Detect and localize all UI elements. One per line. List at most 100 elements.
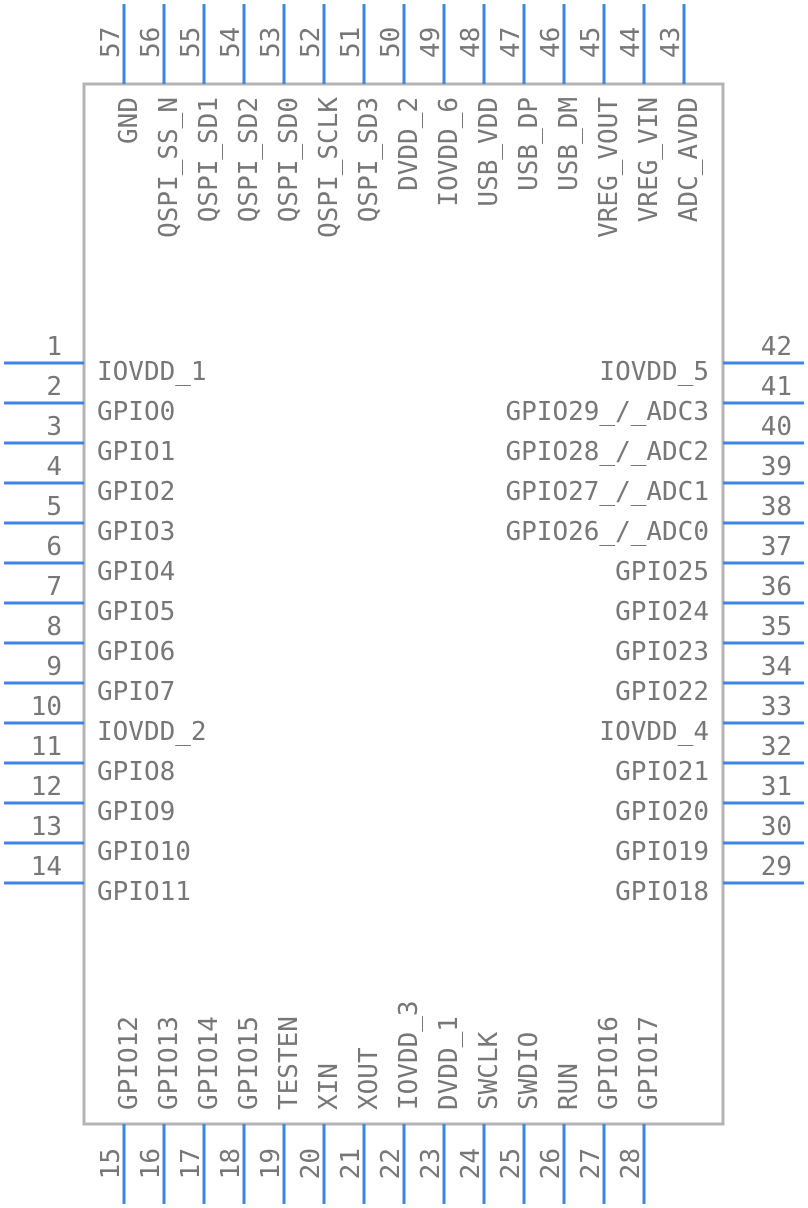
- ic-body-outline: [82, 82, 725, 1126]
- pin-number-42: 42: [761, 332, 792, 362]
- pin-label-18: GPIO15: [234, 1016, 264, 1110]
- pin-label-47: USB_DP: [514, 97, 544, 191]
- pin-number-47: 47: [496, 27, 526, 58]
- pin-number-32: 32: [761, 732, 792, 762]
- pin-number-13: 13: [31, 812, 62, 842]
- pin-number-26: 26: [536, 1148, 566, 1179]
- pin-number-9: 9: [46, 652, 62, 682]
- pin-number-57: 57: [96, 27, 126, 58]
- pin-number-21: 21: [336, 1148, 366, 1179]
- pin-label-44: VREG_VIN: [634, 97, 664, 222]
- pin-number-48: 48: [456, 27, 486, 58]
- pin-number-18: 18: [216, 1148, 246, 1179]
- pin-label-4: GPIO2: [97, 477, 175, 507]
- pin-number-14: 14: [31, 852, 62, 882]
- pin-label-24: SWCLK: [474, 1031, 504, 1110]
- pin-label-14: GPIO11: [97, 877, 191, 907]
- pin-label-34: GPIO22: [615, 677, 709, 707]
- pin-number-38: 38: [761, 492, 792, 522]
- pin-number-39: 39: [761, 452, 792, 482]
- pin-number-17: 17: [176, 1148, 206, 1179]
- pin-number-6: 6: [46, 532, 62, 562]
- pin-number-23: 23: [416, 1148, 446, 1179]
- pin-number-37: 37: [761, 532, 792, 562]
- pin-label-22: IOVDD_3: [394, 1000, 424, 1110]
- pin-label-13: GPIO10: [97, 837, 191, 867]
- pin-number-43: 43: [656, 27, 686, 58]
- pin-number-45: 45: [576, 27, 606, 58]
- pin-label-50: DVDD_2: [394, 97, 424, 191]
- pin-label-56: QSPI_SS_N: [154, 97, 184, 238]
- pin-number-19: 19: [256, 1148, 286, 1179]
- pin-number-16: 16: [136, 1148, 166, 1179]
- pin-number-20: 20: [296, 1148, 326, 1179]
- pin-label-30: GPIO19: [615, 837, 709, 867]
- pin-label-43: ADC_AVDD: [674, 97, 704, 222]
- pin-label-6: GPIO4: [97, 557, 175, 587]
- pin-label-38: GPIO26_/_ADC0: [506, 517, 710, 547]
- pin-label-7: GPIO5: [97, 597, 175, 627]
- pin-number-4: 4: [46, 452, 62, 482]
- pin-label-52: QSPI_SCLK: [314, 97, 344, 238]
- pin-label-10: IOVDD_2: [97, 717, 207, 747]
- pin-label-51: QSPI_SD3: [354, 97, 384, 222]
- pin-number-52: 52: [296, 27, 326, 58]
- pin-label-49: IOVDD_6: [434, 97, 464, 207]
- pin-number-24: 24: [456, 1148, 486, 1179]
- pin-number-15: 15: [96, 1148, 126, 1179]
- pin-number-28: 28: [616, 1148, 646, 1179]
- pin-number-1: 1: [46, 332, 62, 362]
- pin-number-55: 55: [176, 27, 206, 58]
- pin-label-55: QSPI_SD1: [194, 97, 224, 222]
- pin-number-50: 50: [376, 27, 406, 58]
- pin-label-40: GPIO28_/_ADC2: [506, 437, 710, 467]
- pin-label-42: IOVDD_5: [599, 357, 709, 387]
- pin-label-20: XIN: [314, 1063, 344, 1110]
- pin-number-49: 49: [416, 27, 446, 58]
- pin-label-57: GND: [114, 97, 144, 144]
- pin-label-28: GPIO17: [634, 1016, 664, 1110]
- pin-number-29: 29: [761, 852, 792, 882]
- pin-label-53: QSPI_SD0: [274, 97, 304, 222]
- pin-number-22: 22: [376, 1148, 406, 1179]
- pin-number-56: 56: [136, 27, 166, 58]
- pin-label-11: GPIO8: [97, 757, 175, 787]
- pin-number-34: 34: [761, 652, 792, 682]
- pin-label-41: GPIO29_/_ADC3: [506, 397, 710, 427]
- pin-label-39: GPIO27_/_ADC1: [506, 477, 710, 507]
- pin-number-53: 53: [256, 27, 286, 58]
- pin-label-21: XOUT: [354, 1047, 384, 1110]
- pin-number-11: 11: [31, 732, 62, 762]
- pin-label-32: GPIO21: [615, 757, 709, 787]
- pin-label-31: GPIO20: [615, 797, 709, 827]
- pin-label-35: GPIO23: [615, 637, 709, 667]
- pin-label-26: RUN: [554, 1063, 584, 1110]
- pin-number-3: 3: [46, 412, 62, 442]
- pin-number-12: 12: [31, 772, 62, 802]
- pin-number-40: 40: [761, 412, 792, 442]
- pin-label-9: GPIO7: [97, 677, 175, 707]
- pin-number-33: 33: [761, 692, 792, 722]
- pin-number-46: 46: [536, 27, 566, 58]
- pin-label-5: GPIO3: [97, 517, 175, 547]
- pin-label-33: IOVDD_4: [599, 717, 709, 747]
- pin-label-29: GPIO18: [615, 877, 709, 907]
- pin-number-36: 36: [761, 572, 792, 602]
- pin-label-25: SWDIO: [514, 1032, 544, 1110]
- pin-number-7: 7: [46, 572, 62, 602]
- pin-label-16: GPIO13: [154, 1016, 184, 1110]
- pin-label-45: VREG_VOUT: [594, 97, 624, 238]
- pin-number-35: 35: [761, 612, 792, 642]
- pin-label-3: GPIO1: [97, 437, 175, 467]
- pin-label-48: USB_VDD: [474, 97, 504, 207]
- pin-number-10: 10: [31, 692, 62, 722]
- pin-label-23: DVDD_1: [434, 1016, 464, 1110]
- pin-label-8: GPIO6: [97, 637, 175, 667]
- pin-label-2: GPIO0: [97, 397, 175, 427]
- pin-label-36: GPIO24: [615, 597, 709, 627]
- pin-number-54: 54: [216, 27, 246, 58]
- pin-label-12: GPIO9: [97, 797, 175, 827]
- pin-label-19: TESTEN: [274, 1016, 304, 1110]
- pin-number-5: 5: [46, 492, 62, 522]
